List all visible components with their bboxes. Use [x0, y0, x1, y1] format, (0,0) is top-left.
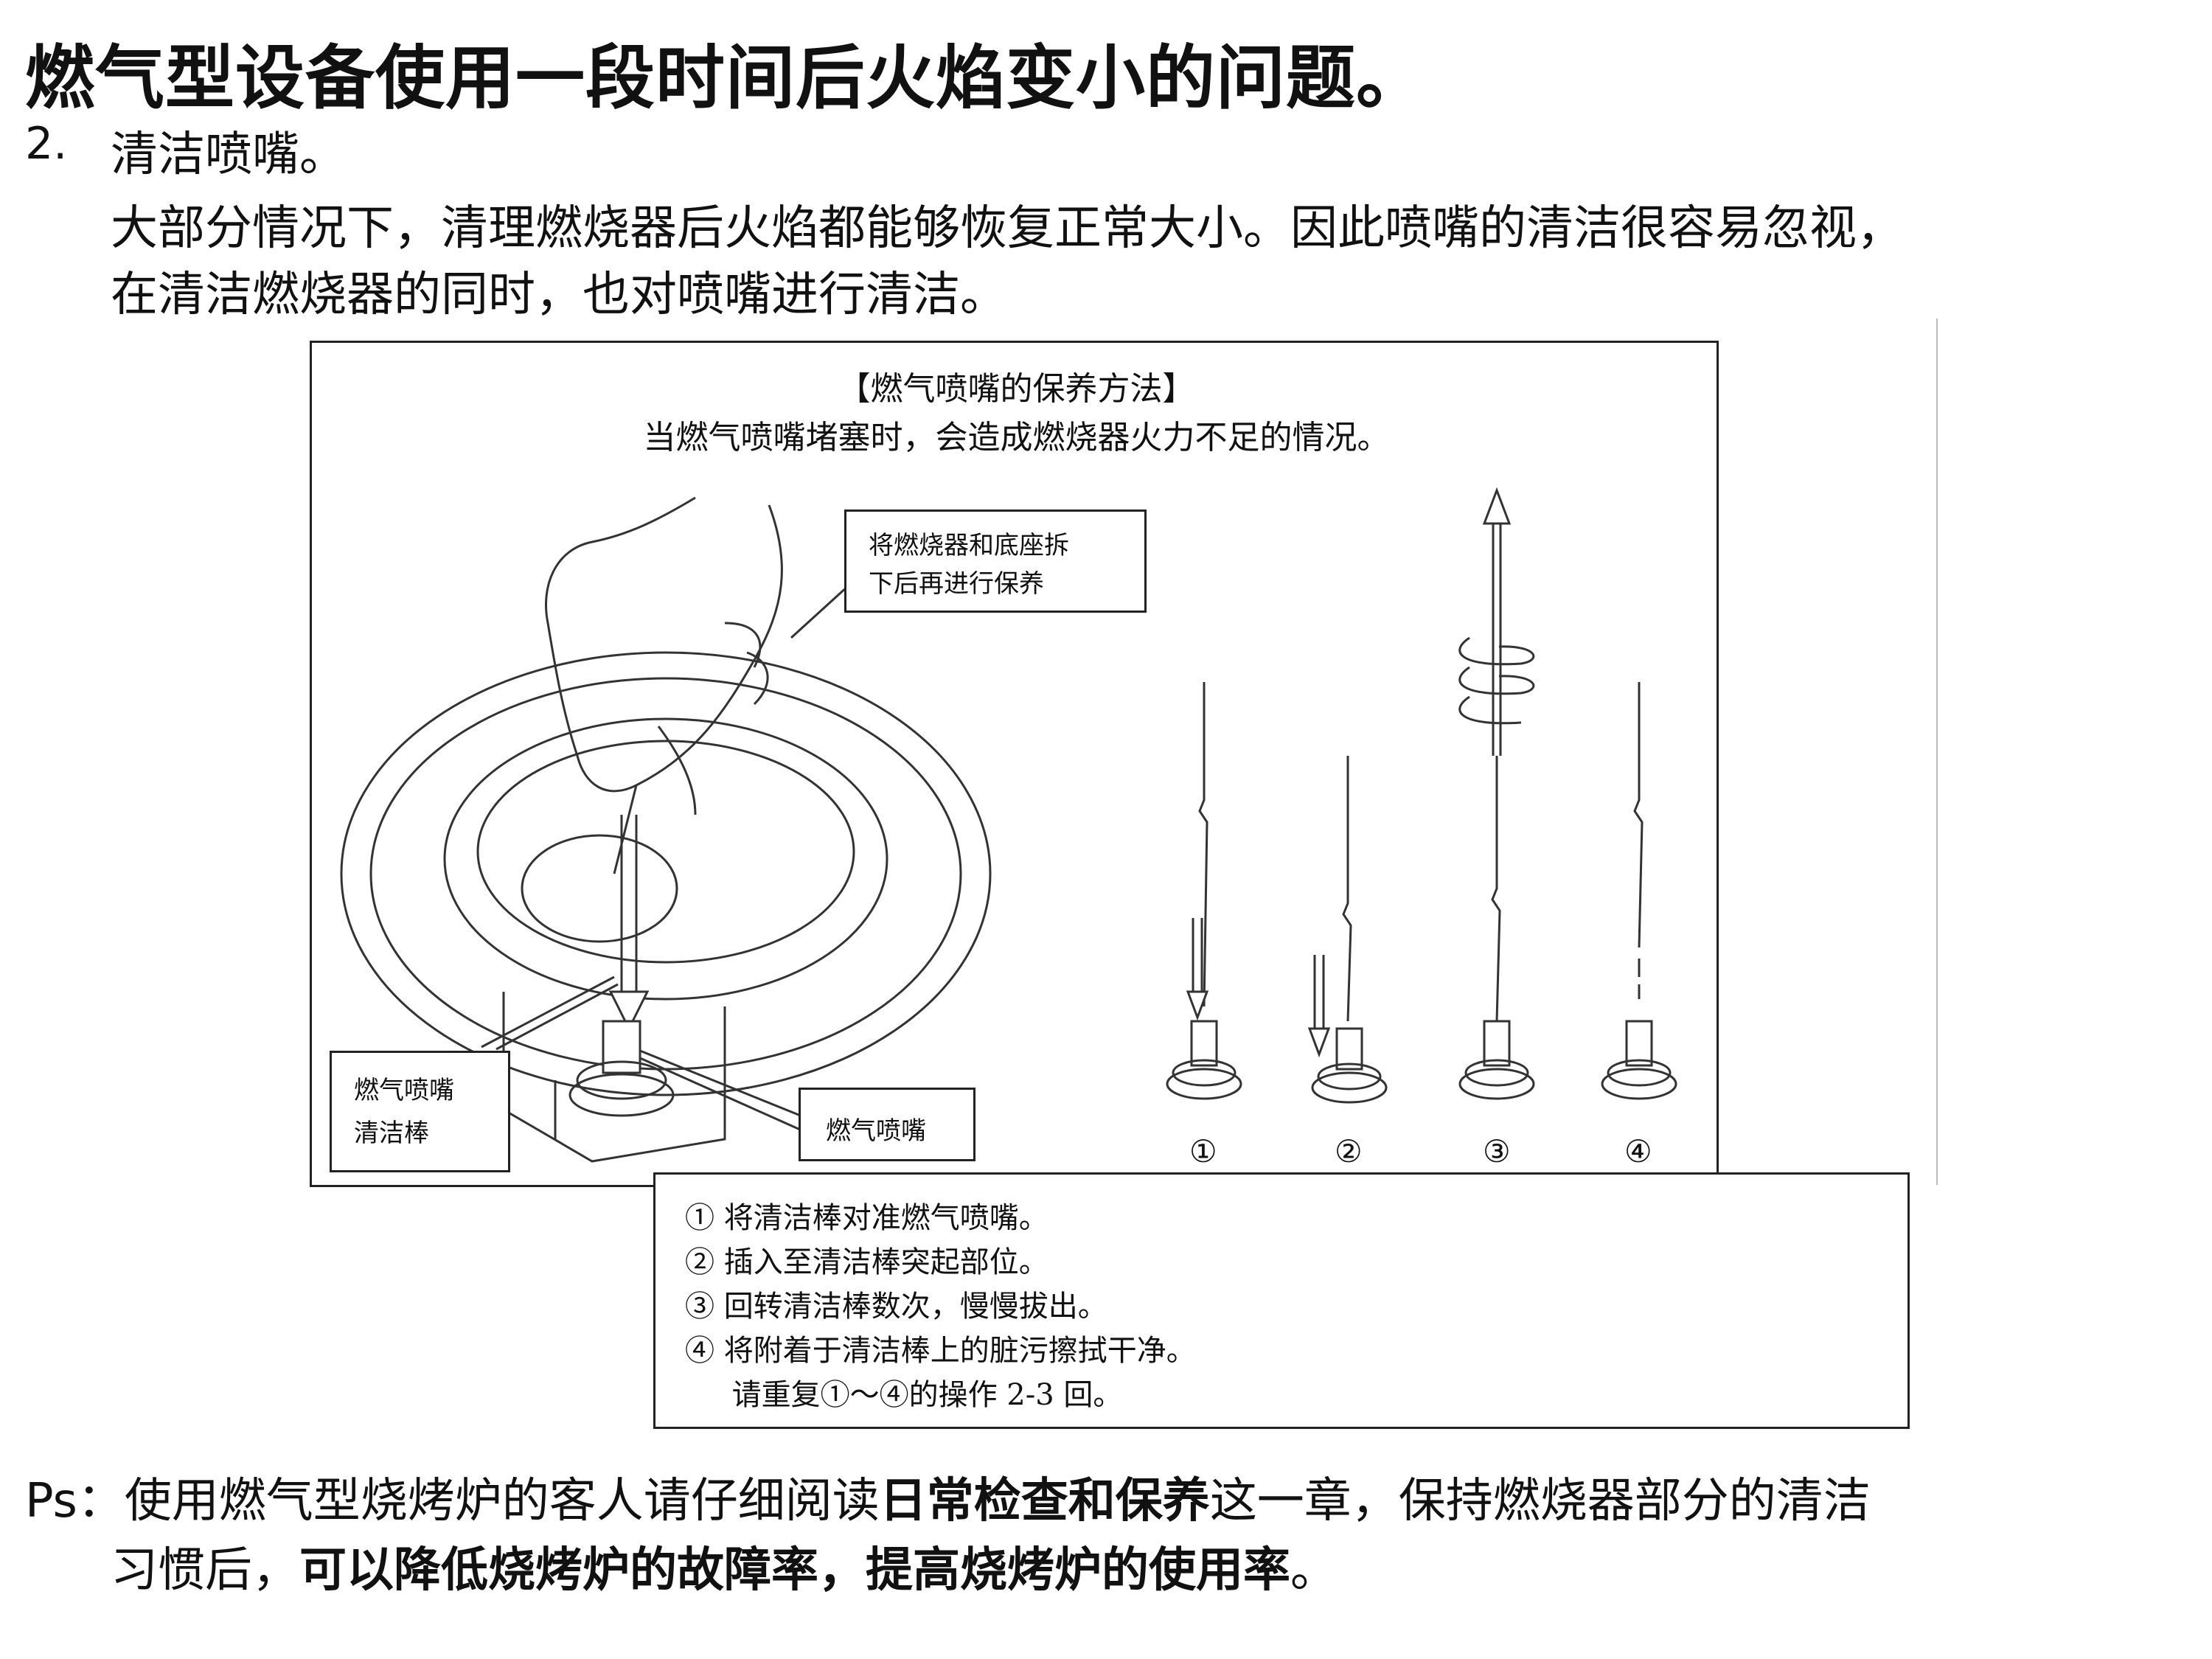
- ps-text-2b: 。: [1290, 1543, 1338, 1598]
- step-4-text: ④ 将附着于清洁棒上的脏污擦拭干净。: [685, 1334, 1196, 1368]
- ps-prefix: Ps：: [25, 1474, 125, 1528]
- figure-subtitle: 当燃气喷嘴堵塞时，会造成燃烧器火力不足的情况。: [643, 419, 1390, 456]
- step-number-1: ①: [1189, 1133, 1217, 1169]
- ps-line-2: 习惯后，可以降低烧烤炉的故障率，提高烧烤炉的使用率。: [111, 1532, 1338, 1600]
- callout-rod-line-2: 清洁棒: [354, 1119, 429, 1148]
- steps-box: ① 将清洁棒对准燃气喷嘴。 ② 插入至清洁棒突起部位。 ③ 回转清洁棒数次，慢慢…: [653, 1172, 1910, 1429]
- burner-ring-inner: [443, 717, 888, 1001]
- paragraph-line-2: 在清洁燃烧器的同时，也对喷嘴进行清洁。: [111, 268, 1007, 322]
- rotation-arrow: [1458, 636, 1535, 725]
- step-1-text: ① 将清洁棒对准燃气喷嘴。: [685, 1201, 1048, 1235]
- nozzle-maintenance-figure: 【燃气喷嘴的保养方法】 当燃气喷嘴堵塞时，会造成燃烧器火力不足的情况。: [310, 341, 1719, 1187]
- nozzle-step-3: [1483, 1020, 1511, 1067]
- nozzle-main: [602, 1020, 641, 1074]
- step-number-3: ③: [1483, 1133, 1511, 1169]
- callout-disassemble-line-2: 下后再进行保养: [869, 569, 1044, 599]
- figure-title: 【燃气喷嘴的保养方法】: [838, 370, 1195, 408]
- hand-outline: [545, 496, 783, 793]
- callout-disassemble: 将燃烧器和底座拆 下后再进行保养: [844, 509, 1147, 613]
- nozzle-step-1: [1190, 1020, 1218, 1067]
- callout-cleaning-rod: 燃气喷嘴 清洁棒: [330, 1051, 510, 1172]
- rod-step-4: [1633, 682, 1644, 999]
- nozzle-step-4: [1625, 1020, 1653, 1067]
- step-number-2: ②: [1335, 1133, 1363, 1169]
- burner-illustration: [340, 487, 1677, 1163]
- rod-step-2: [1342, 756, 1352, 1022]
- callout-disassemble-line-1: 将燃烧器和底座拆: [869, 531, 1069, 560]
- paragraph-line-1: 大部分情况下，清理燃烧器后火焰都能够恢复正常大小。因此喷嘴的清洁很容易忽视，: [111, 201, 1904, 256]
- page-title: 燃气型设备使用一段时间后火焰变小的问题。: [25, 38, 1427, 119]
- callout-pointer-rod: [481, 975, 615, 1048]
- step-2-text: ② 插入至清洁棒突起部位。: [685, 1245, 1048, 1279]
- item-number: 2.: [25, 118, 68, 170]
- divider-line: [1936, 319, 1938, 1185]
- ps-text-1a: 使用燃气型烧烤炉的客人请仔细阅读: [124, 1474, 880, 1528]
- burner-ring-outer: [340, 651, 992, 1096]
- ps-emphasis-2: 可以降低烧烤炉的故障率，提高烧烤炉的使用率: [299, 1543, 1290, 1598]
- ps-text-2a: 习惯后，: [111, 1543, 299, 1598]
- ps-line-1: Ps：使用燃气型烧烤炉的客人请仔细阅读日常检查和保养这一章，保持燃烧器部分的清洁: [25, 1463, 1871, 1531]
- nozzle-step-2: [1335, 1027, 1363, 1071]
- step-number-4: ④: [1624, 1133, 1652, 1169]
- ps-emphasis-1: 日常检查和保养: [879, 1473, 1210, 1528]
- rod-step-1: [1198, 682, 1208, 1007]
- callout-pointer-nozzle: [639, 1049, 814, 1122]
- step-repeat-text: 请重复①～④的操作 2-3 回。: [685, 1378, 1123, 1412]
- callout-nozzle: 燃气喷嘴: [799, 1088, 975, 1161]
- burner-opening: [521, 834, 678, 943]
- callout-rod-line-1: 燃气喷嘴: [354, 1076, 454, 1105]
- ps-text-1b: 这一章，保持燃烧器部分的清洁: [1209, 1474, 1871, 1528]
- item-heading: 清洁喷嘴。: [111, 128, 347, 182]
- step-3-text: ③ 回转清洁棒数次，慢慢拔出。: [685, 1290, 1107, 1324]
